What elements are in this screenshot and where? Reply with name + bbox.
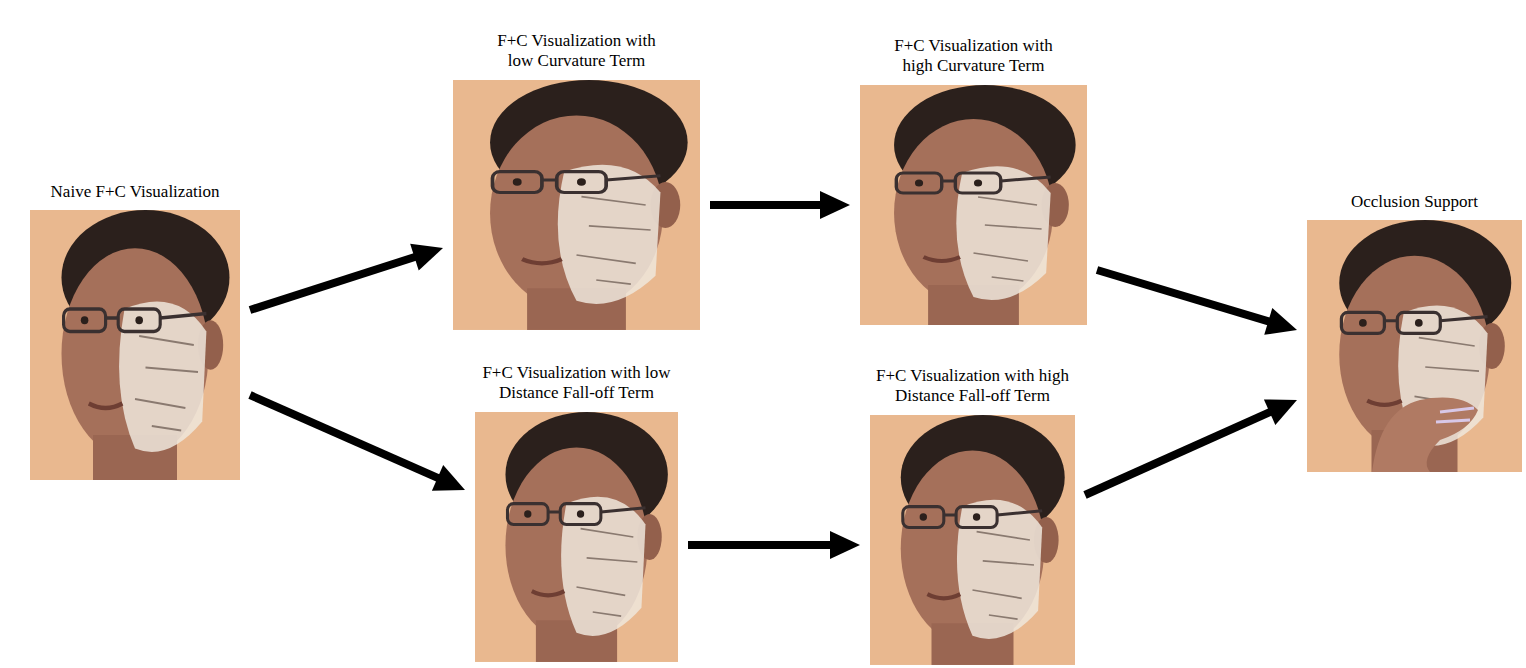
flow-arrow <box>1097 270 1297 335</box>
photo-panel: F+C Visualization with low Distance Fall… <box>475 363 678 662</box>
photo-frame <box>30 210 240 480</box>
arrow-shaft <box>1085 411 1271 495</box>
arrow-shaft <box>250 395 439 479</box>
photo-panel: Occlusion Support <box>1307 192 1522 472</box>
photo <box>453 80 700 330</box>
arrow-head <box>830 531 860 559</box>
photo <box>1307 220 1522 472</box>
flow-arrow <box>710 191 850 219</box>
photo-panel: F+C Visualization with low Curvature Ter… <box>453 31 700 330</box>
panel-heading: Occlusion Support <box>1307 192 1522 212</box>
photo <box>870 415 1075 665</box>
photo <box>860 85 1087 325</box>
photo-frame <box>870 415 1075 665</box>
photo-panel: F+C Visualization with high Distance Fal… <box>870 366 1075 665</box>
flow-arrow <box>250 244 443 310</box>
photo <box>30 210 240 480</box>
arrow-shaft <box>1097 270 1270 322</box>
photo-frame <box>475 412 678 662</box>
photo <box>475 412 678 662</box>
arrow-head <box>820 191 850 219</box>
arrow-shaft <box>710 201 822 209</box>
photo-frame <box>453 80 700 330</box>
panel-heading: F+C Visualization with low Distance Fall… <box>475 363 678 404</box>
photo-panel: Naive F+C Visualization <box>30 182 240 480</box>
arrow-head <box>432 465 465 491</box>
panel-heading: F+C Visualization with high Distance Fal… <box>870 366 1075 407</box>
arrow-shaft <box>688 541 832 549</box>
flow-arrow <box>688 531 860 559</box>
arrow-head <box>410 244 443 271</box>
photo-frame <box>860 85 1087 325</box>
hand-occluder <box>1372 398 1478 472</box>
fingernails <box>1436 408 1474 422</box>
arrow-shaft <box>250 257 416 310</box>
arrow-head <box>1264 399 1297 425</box>
panel-heading: F+C Visualization with high Curvature Te… <box>881 36 1066 77</box>
panel-heading: Naive F+C Visualization <box>30 182 240 202</box>
flow-arrow <box>1085 399 1297 495</box>
arrow-head <box>1264 308 1297 335</box>
panel-heading: F+C Visualization with low Curvature Ter… <box>484 31 669 72</box>
photo-panel: F+C Visualization with high Curvature Te… <box>860 36 1087 325</box>
photo-frame <box>1307 220 1522 472</box>
flow-arrow <box>250 395 465 491</box>
